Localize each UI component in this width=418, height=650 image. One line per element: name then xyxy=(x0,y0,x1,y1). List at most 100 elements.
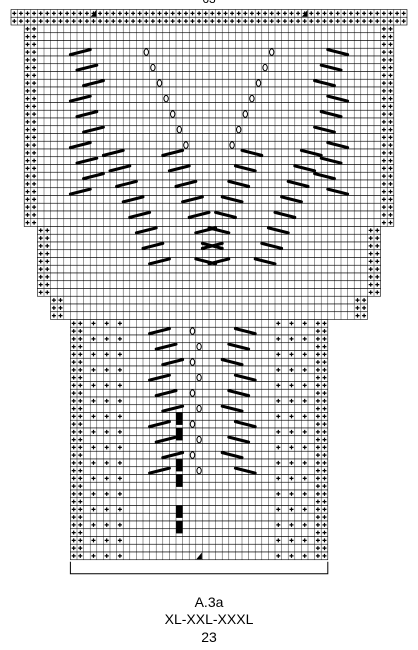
purl-plus-symbol xyxy=(388,189,393,194)
yarn-over-symbol xyxy=(189,451,196,459)
purl-plus-symbol xyxy=(164,11,169,16)
purl-plus-symbol xyxy=(25,88,30,93)
purl-plus-symbol xyxy=(210,19,215,24)
chart-row xyxy=(70,536,329,545)
purl-plus-symbol xyxy=(256,11,261,16)
k2tog-symbol xyxy=(148,257,171,266)
purl-plus-symbol xyxy=(45,236,50,241)
purl-plus-symbol xyxy=(32,11,37,16)
purl-plus-symbol xyxy=(355,11,360,16)
purl-plus-symbol xyxy=(368,19,373,24)
purl-plus-symbol xyxy=(71,553,76,558)
purl-plus-symbol xyxy=(395,11,400,16)
chart-row xyxy=(70,326,329,336)
ssk-symbol xyxy=(293,164,317,173)
purl-plus-symbol xyxy=(368,290,373,295)
purl-plus-symbol xyxy=(315,445,320,450)
ssk-symbol xyxy=(319,63,343,72)
purl-plus-symbol xyxy=(78,406,83,411)
purl-plus-symbol xyxy=(315,429,320,434)
purl-plus-symbol xyxy=(25,189,30,194)
purl-plus-symbol xyxy=(58,298,63,303)
purl-plus-symbol xyxy=(104,11,109,16)
yarn-over-symbol xyxy=(196,466,202,475)
k2tog-symbol xyxy=(128,210,152,219)
purl-plus-symbol xyxy=(32,127,37,132)
purl-plus-symbol xyxy=(342,19,347,24)
purl-plus-symbol xyxy=(348,19,353,24)
purl-plus-symbol xyxy=(362,305,367,310)
purl-plus-symbol xyxy=(91,507,96,512)
purl-plus-symbol xyxy=(25,81,30,86)
purl-plus-symbol xyxy=(104,460,109,465)
purl-plus-symbol xyxy=(117,19,122,24)
solid-square-symbol xyxy=(176,459,183,472)
purl-plus-symbol xyxy=(32,158,37,163)
purl-plus-symbol xyxy=(315,336,320,341)
ssk-symbol xyxy=(319,156,343,165)
purl-plus-symbol xyxy=(388,42,393,47)
purl-plus-symbol xyxy=(104,414,109,419)
ssk-symbol xyxy=(233,420,257,429)
purl-plus-symbol xyxy=(91,491,96,496)
purl-plus-symbol xyxy=(38,11,43,16)
purl-plus-symbol xyxy=(45,243,50,248)
purl-plus-symbol xyxy=(117,352,122,357)
purl-plus-symbol xyxy=(243,11,248,16)
purl-plus-symbol xyxy=(381,212,386,217)
purl-plus-symbol xyxy=(375,274,380,279)
purl-plus-symbol xyxy=(276,538,281,543)
purl-plus-symbol xyxy=(362,298,367,303)
purl-plus-symbol xyxy=(58,11,63,16)
purl-plus-symbol xyxy=(117,445,122,450)
purl-plus-symbol xyxy=(58,19,63,24)
purl-plus-symbol xyxy=(322,453,327,458)
purl-plus-symbol xyxy=(368,228,373,233)
purl-plus-symbol xyxy=(25,73,30,78)
purl-plus-symbol xyxy=(322,468,327,473)
ssk-symbol xyxy=(280,195,303,204)
k2tog-symbol xyxy=(187,210,211,219)
purl-plus-symbol xyxy=(98,11,103,16)
purl-plus-symbol xyxy=(104,507,109,512)
purl-plus-symbol xyxy=(111,11,116,16)
purl-plus-symbol xyxy=(276,445,281,450)
k2tog-symbol xyxy=(161,404,185,413)
purl-plus-symbol xyxy=(322,398,327,403)
purl-plus-symbol xyxy=(381,112,386,117)
purl-plus-symbol xyxy=(12,11,17,16)
purl-plus-symbol xyxy=(18,19,23,24)
purl-plus-symbol xyxy=(276,460,281,465)
purl-plus-symbol xyxy=(71,530,76,535)
yarn-over-symbol xyxy=(150,63,156,72)
yarn-over-symbol xyxy=(183,141,189,149)
purl-plus-symbol xyxy=(322,437,327,442)
purl-plus-symbol xyxy=(388,212,393,217)
purl-plus-symbol xyxy=(388,88,393,93)
purl-plus-symbol xyxy=(388,197,393,202)
purl-plus-symbol xyxy=(388,50,393,55)
purl-plus-symbol xyxy=(111,19,116,24)
purl-plus-symbol xyxy=(315,383,320,388)
purl-plus-symbol xyxy=(355,19,360,24)
purl-plus-symbol xyxy=(335,11,340,16)
purl-plus-symbol xyxy=(117,383,122,388)
chart-row xyxy=(70,412,329,421)
k2tog-symbol xyxy=(148,373,171,382)
purl-plus-symbol xyxy=(249,19,254,24)
purl-plus-symbol xyxy=(315,491,320,496)
purl-plus-symbol xyxy=(302,538,307,543)
purl-plus-symbol xyxy=(71,422,76,427)
purl-plus-symbol xyxy=(329,11,334,16)
k2tog-symbol xyxy=(154,389,178,398)
purl-plus-symbol xyxy=(32,212,37,217)
ssk-symbol xyxy=(220,404,244,413)
purl-plus-symbol xyxy=(25,65,30,70)
bottom-stitch-count: 23 xyxy=(201,629,217,645)
purl-plus-symbol xyxy=(25,42,30,47)
purl-plus-symbol xyxy=(32,50,37,55)
purl-plus-symbol xyxy=(296,11,301,16)
purl-plus-symbol xyxy=(78,437,83,442)
purl-plus-symbol xyxy=(315,453,320,458)
purl-plus-symbol xyxy=(302,19,307,24)
